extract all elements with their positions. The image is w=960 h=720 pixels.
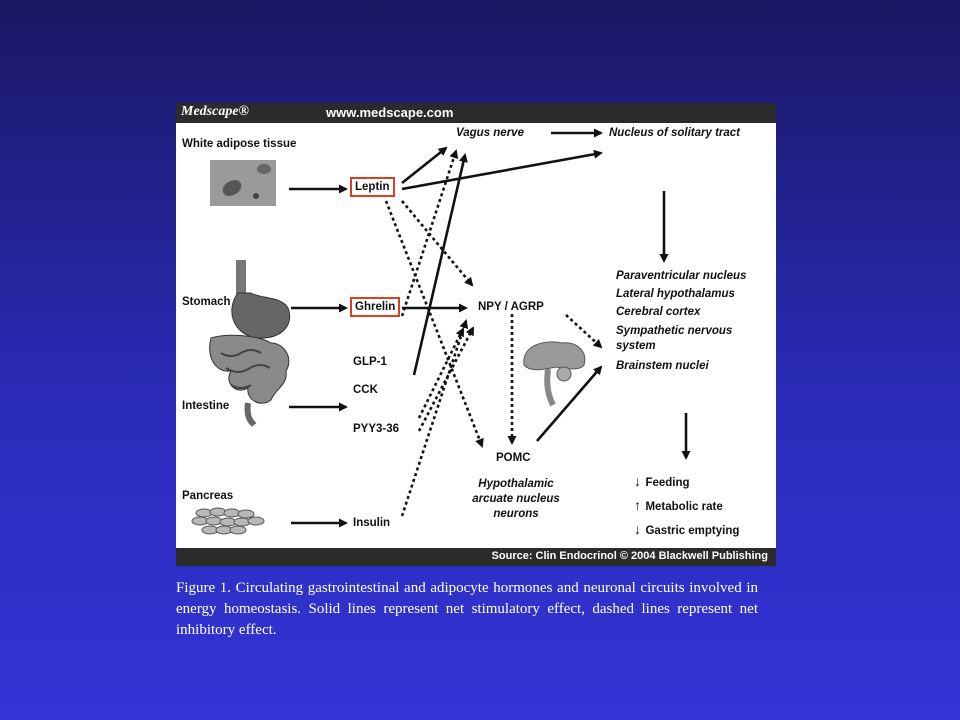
- outcome-item: ↑ Metabolic rate: [634, 497, 739, 515]
- outcome-item: ↓ Gastric emptying: [634, 521, 739, 539]
- label-nucleus-solitary-tract: Nucleus of solitary tract: [609, 127, 741, 139]
- outcome-item: ↓ Feeding: [634, 473, 739, 491]
- brain-region-item: Brainstem nuclei: [616, 360, 709, 372]
- outcome-label: Feeding: [645, 477, 690, 489]
- label-insulin: Insulin: [353, 517, 391, 529]
- pancreas-image: [191, 507, 265, 535]
- adipose-tissue-image: [210, 160, 276, 206]
- up-arrow-icon: ↑: [634, 497, 641, 513]
- banner: Medscape® www.medscape.com: [176, 103, 776, 123]
- figure-caption: Figure 1. Circulating gastrointestinal a…: [176, 580, 758, 638]
- diagram-graphics: [191, 128, 691, 535]
- brand-logo: Medscape®: [181, 104, 249, 119]
- source-footer: Source: Clin Endocrinol © 2004 Blackwell…: [176, 548, 776, 566]
- label-pyy: PYY3-36: [353, 423, 400, 435]
- outcome-label: Gastric emptying: [645, 525, 740, 537]
- label-glp1: GLP-1: [353, 356, 387, 368]
- down-arrow-icon: ↓: [634, 521, 641, 537]
- brain-image: [523, 341, 586, 407]
- label-intestine: Intestine: [182, 400, 230, 412]
- brain-region-item: Cerebral cortex: [616, 306, 701, 318]
- figure-panel: Medscape® www.medscape.com: [176, 103, 776, 566]
- label-stomach: Stomach: [182, 296, 231, 308]
- label-white-adipose-tissue: White adipose tissue: [182, 138, 297, 150]
- stomach-intestine-image: [209, 260, 290, 427]
- down-arrow-icon: ↓: [634, 473, 641, 489]
- brain-region-item: Lateral hypothalamus: [616, 288, 735, 300]
- banner-url: www.medscape.com: [326, 105, 454, 120]
- outcome-list: ↓ Feeding ↑ Metabolic rate ↓ Gastric emp…: [634, 473, 739, 539]
- label-pancreas: Pancreas: [182, 490, 234, 502]
- label-cck: CCK: [353, 384, 378, 396]
- label-leptin: Leptin: [350, 177, 395, 197]
- label-pomc: POMC: [496, 452, 531, 464]
- brain-region-item: Sympathetic nervous system: [616, 325, 733, 352]
- label-npy-agrp: NPY / AGRP: [478, 301, 544, 313]
- brain-region-list: Paraventricular nucleus Lateral hypothal…: [616, 270, 776, 372]
- label-arcuate-neurons: Hypothalamic arcuate nucleus neurons: [472, 478, 560, 520]
- outcome-label: Metabolic rate: [645, 501, 723, 513]
- label-ghrelin: Ghrelin: [350, 297, 401, 317]
- label-vagus-nerve: Vagus nerve: [456, 127, 524, 139]
- source-citation: Source: Clin Endocrinol © 2004 Blackwell…: [491, 550, 768, 562]
- stimulatory-arrows: [289, 128, 691, 528]
- inhibitory-arrows: [384, 149, 603, 517]
- brain-region-item: Paraventricular nucleus: [616, 270, 747, 282]
